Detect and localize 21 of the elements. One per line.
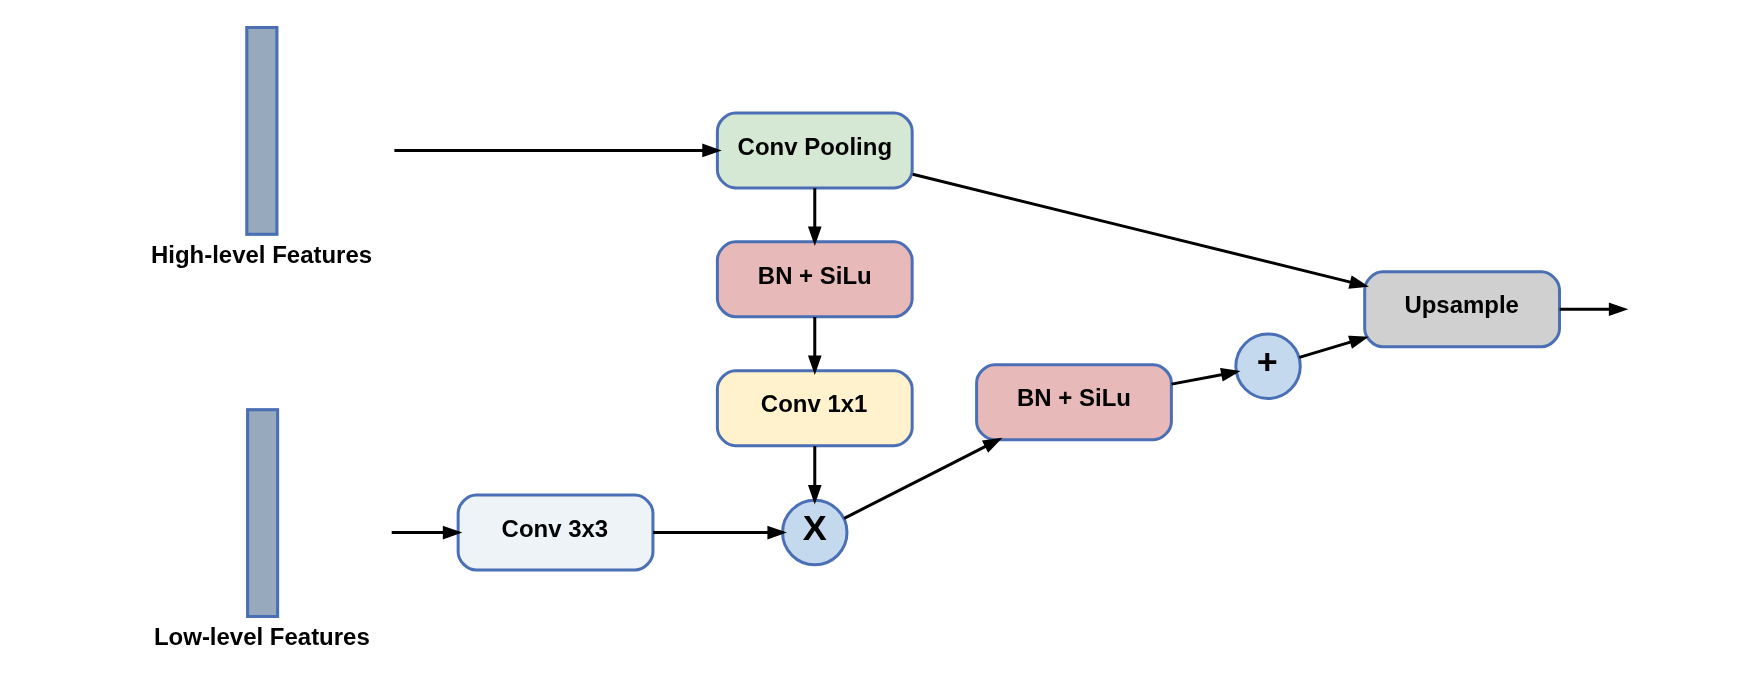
arrow <box>391 525 463 540</box>
node-circle: X <box>781 498 849 567</box>
node-label: High-level Features <box>150 240 373 268</box>
node-box: BN + SiLu <box>975 363 1173 442</box>
arrow <box>912 172 1369 289</box>
node-box: Conv Pooling <box>715 111 914 190</box>
arrow <box>807 317 822 375</box>
arrow <box>1298 335 1369 359</box>
node-label: Low-level Features <box>153 622 370 650</box>
node-box: Conv 3x3 <box>456 493 655 572</box>
arrow <box>807 188 822 247</box>
node-box: BN + SiLu <box>715 240 914 319</box>
arrow <box>843 437 1003 520</box>
node-circle: + <box>1234 332 1302 400</box>
arrow <box>1171 368 1241 386</box>
arrow <box>653 525 787 540</box>
arrow <box>1559 302 1629 317</box>
arrow <box>394 143 722 158</box>
node-box: Conv 1x1 <box>715 369 914 448</box>
node-box: Upsample <box>1363 270 1561 349</box>
arrow <box>807 446 822 505</box>
